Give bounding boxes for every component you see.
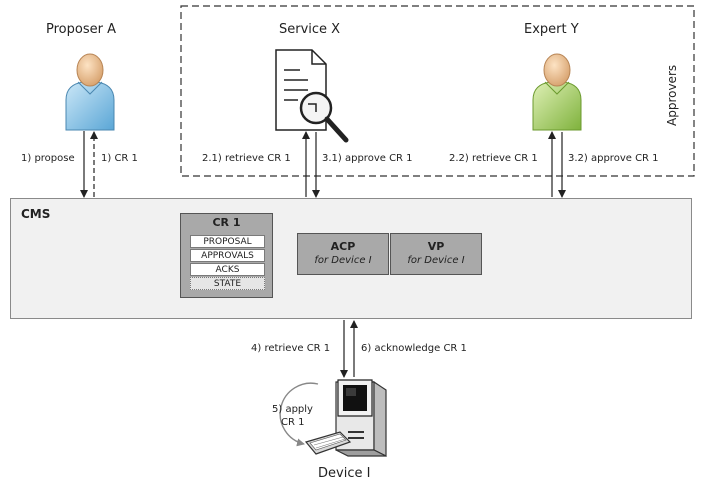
label-expert-retrieve: 2.2) retrieve CR 1: [449, 153, 538, 164]
arrow-apply-loop: [279, 382, 319, 447]
label-cr1: 1) CR 1: [101, 153, 138, 164]
cr-title: CR 1: [212, 216, 241, 229]
cr-row-acks: ACKS: [190, 263, 265, 276]
label-device-retrieve: 4) retrieve CR 1: [251, 343, 331, 354]
device-label: Device I: [318, 466, 371, 481]
vp-subtitle: for Device I: [407, 255, 465, 266]
vp-box: VP for Device I: [390, 233, 482, 275]
acp-subtitle: for Device I: [314, 255, 372, 266]
device-computer-icon: [304, 379, 387, 457]
proposer-person-icon: [65, 53, 115, 131]
cr-row-state: STATE: [190, 277, 265, 290]
cms-title: CMS: [21, 207, 51, 221]
cr-row-approvals: APPROVALS: [190, 249, 265, 262]
label-service-approve: 3.1) approve CR 1: [322, 153, 413, 164]
expert-person-icon: [532, 53, 582, 131]
acp-title: ACP: [330, 240, 356, 253]
service-document-search-icon: [275, 49, 349, 143]
cr-row-proposal: PROPOSAL: [190, 235, 265, 248]
label-device-acknowledge: 6) acknowledge CR 1: [361, 343, 467, 354]
cr-record-box: CR 1 PROPOSAL APPROVALS ACKS STATE: [180, 213, 273, 298]
acp-box: ACP for Device I: [297, 233, 389, 275]
label-service-retrieve: 2.1) retrieve CR 1: [202, 153, 291, 164]
vp-title: VP: [427, 240, 445, 253]
label-propose: 1) propose: [21, 153, 75, 164]
label-apply-line2: CR 1: [281, 417, 305, 428]
proposer-label: Proposer A: [46, 22, 116, 37]
approvers-label: Approvers: [665, 64, 679, 126]
label-expert-approve: 3.2) approve CR 1: [568, 153, 659, 164]
service-label: Service X: [279, 22, 341, 37]
label-apply-line1: 5) apply: [272, 404, 313, 415]
expert-label: Expert Y: [524, 22, 579, 37]
